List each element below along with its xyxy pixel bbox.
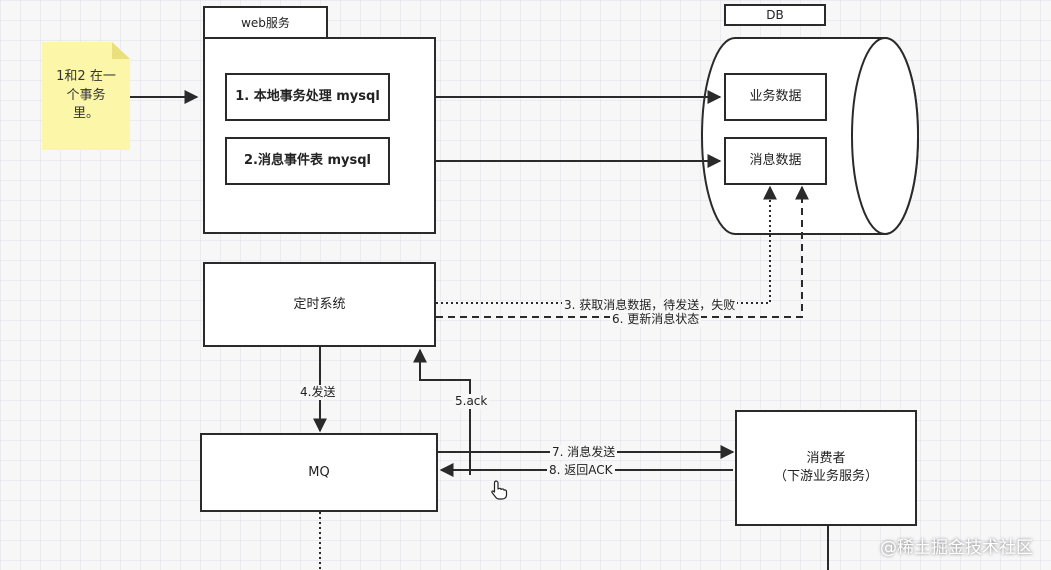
edge-label-send: 4.发送 [298, 385, 338, 400]
consumer-box[interactable]: 消费者 （下游业务服务） [735, 410, 917, 526]
consumer-title: 消费者 [806, 451, 846, 467]
step2-message-event-table[interactable]: 2.消息事件表 mysql [225, 137, 390, 185]
db-tab[interactable]: DB [724, 4, 826, 26]
note-line: 里。 [72, 106, 99, 122]
web-service-container[interactable] [203, 37, 436, 234]
edge-label-ack: 5.ack [453, 394, 490, 409]
consumer-subtitle: （下游业务服务） [773, 469, 878, 484]
message-data-label: 消息数据 [749, 153, 802, 169]
mq-box[interactable]: MQ [200, 433, 438, 512]
note-line: 1和2 在一 [56, 68, 116, 84]
db-cylinder [701, 37, 919, 235]
edge-label-deliver: 7. 消息发送 [550, 445, 618, 460]
message-data-box[interactable]: 消息数据 [724, 137, 827, 185]
edge-ack [413, 348, 471, 475]
business-data-label: 业务数据 [749, 89, 802, 105]
scheduler-label: 定时系统 [293, 296, 346, 312]
web-service-tab[interactable]: web服务 [203, 6, 328, 39]
edge-label-update: 6. 更新消息状态 [610, 312, 702, 327]
step1-local-transaction[interactable]: 1. 本地事务处理 mysql [225, 73, 390, 121]
edge-label-return-ack: 8. 返回ACK [547, 463, 615, 478]
hand-cursor-icon [490, 480, 508, 504]
scheduler-box[interactable]: 定时系统 [203, 262, 436, 347]
watermark-text: @稀土掘金技术社区 [880, 538, 1033, 558]
sticky-note[interactable]: 1和2 在一 个事务 里。 [42, 42, 130, 150]
step2-label: 2.消息事件表 mysql [243, 153, 372, 169]
watermark: @稀土掘金技术社区 [880, 533, 1033, 558]
db-title: DB [766, 8, 784, 22]
web-service-title: web服务 [241, 16, 290, 30]
note-line: 个事务 [66, 87, 106, 103]
edge-label-fetch: 3. 获取消息数据，待发送，失败 [562, 298, 738, 313]
step1-label: 1. 本地事务处理 mysql [235, 89, 380, 105]
edge-fetch-message [436, 185, 777, 304]
edge-update-status [436, 185, 809, 318]
mq-label: MQ [308, 464, 330, 480]
business-data-box[interactable]: 业务数据 [724, 73, 827, 121]
